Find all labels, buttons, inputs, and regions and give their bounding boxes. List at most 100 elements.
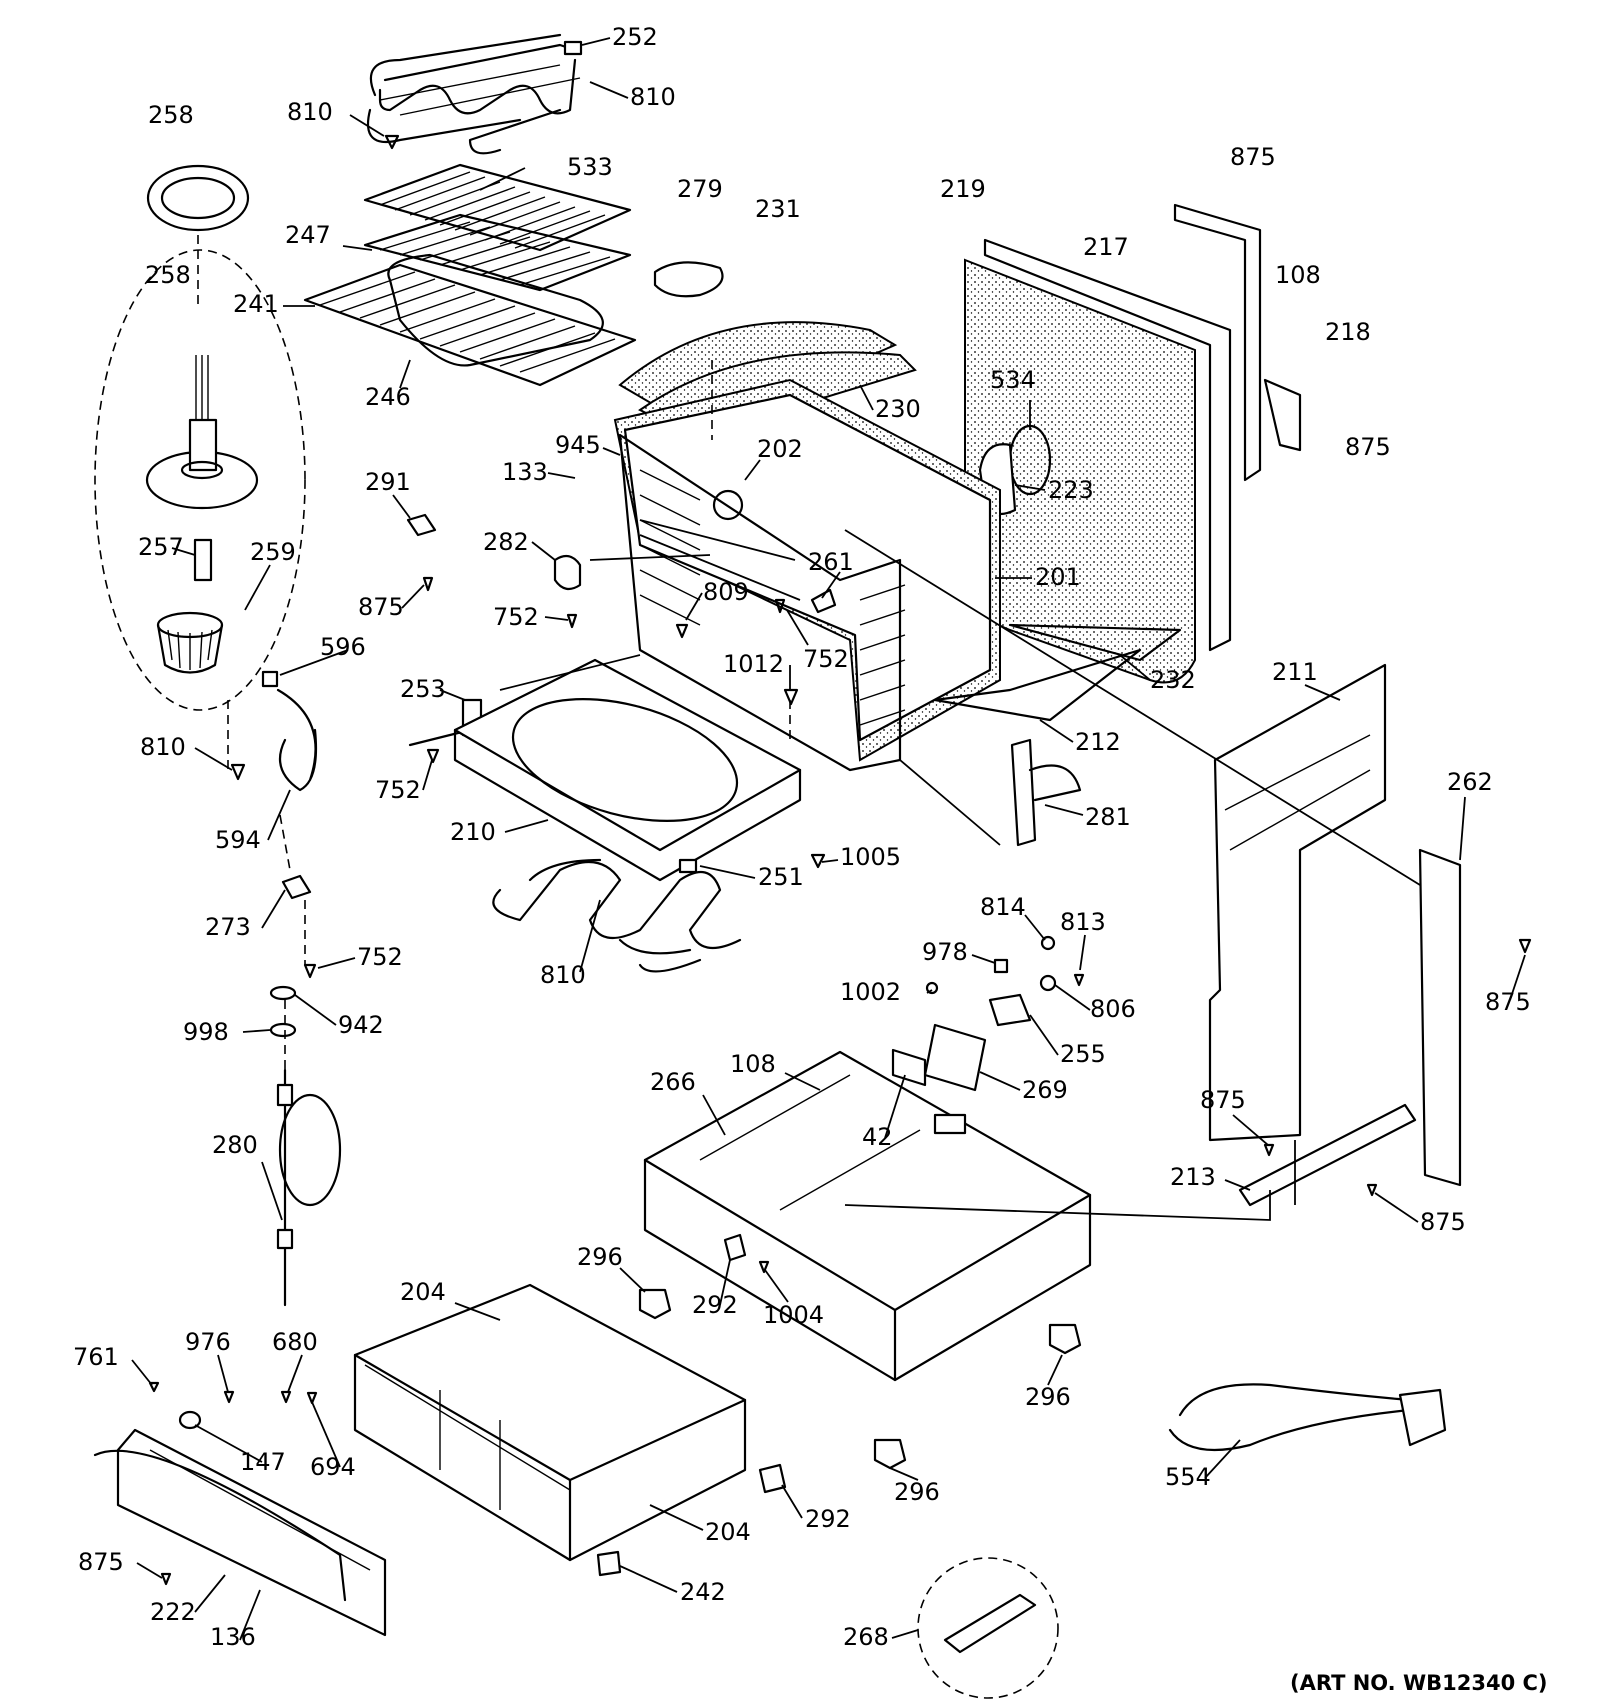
- leader-line: [1079, 934, 1086, 971]
- callout-813: 813: [1060, 908, 1106, 936]
- part-drawings: [93, 33, 1532, 1699]
- callout-147: 147: [240, 1448, 286, 1476]
- fan-blade: [156, 611, 224, 674]
- bracket-213: [1238, 1103, 1417, 1207]
- dashed-connector: [197, 235, 791, 1070]
- roller-292-b: [758, 1463, 787, 1494]
- callout-108: 108: [730, 1050, 776, 1078]
- callout-252: 252: [612, 23, 658, 51]
- drawer-glide-242: [596, 1550, 622, 1577]
- leader-line: [287, 1354, 303, 1393]
- callout-533: 533: [567, 153, 613, 181]
- callout-814: 814: [980, 893, 1026, 921]
- callout-269: 269: [1022, 1076, 1068, 1104]
- callout-255: 255: [1060, 1040, 1106, 1068]
- callout-292: 292: [692, 1291, 738, 1319]
- callout-223: 223: [1048, 476, 1094, 504]
- leader-line: [1204, 1439, 1241, 1479]
- side-strip-262: [1418, 848, 1462, 1187]
- vent-279: [653, 261, 724, 298]
- leader-line: [454, 1302, 501, 1321]
- callout-534: 534: [990, 366, 1036, 394]
- screw-761: [148, 1381, 160, 1393]
- callout-212: 212: [1075, 728, 1121, 756]
- leader-line: [239, 1589, 261, 1641]
- convection-assembly-outline: [94, 249, 306, 711]
- leader-line: [131, 1359, 153, 1386]
- lower-chassis-266: [643, 1050, 1092, 1382]
- leader-line: [171, 547, 196, 556]
- callout-809: 809: [703, 578, 749, 606]
- leader-line: [422, 759, 433, 791]
- callout-875: 875: [1345, 433, 1391, 461]
- washer-806: [1039, 974, 1057, 992]
- leader-line: [1459, 796, 1466, 861]
- callout-259: 259: [250, 538, 296, 566]
- leader-line: [889, 1467, 919, 1481]
- callout-213: 213: [1170, 1163, 1216, 1191]
- leader-line: [1029, 1014, 1059, 1056]
- callout-875: 875: [1420, 1208, 1466, 1236]
- callout-222: 222: [150, 1598, 196, 1626]
- callout-945: 945: [555, 431, 601, 459]
- screw-1005: [810, 853, 826, 869]
- leader-line: [242, 1029, 271, 1033]
- probe-280: [276, 1068, 342, 1307]
- leader-line: [971, 954, 996, 964]
- connector-596: [261, 670, 279, 688]
- door-hinge-281-arm: [1028, 764, 1082, 802]
- leader-line: [619, 1267, 646, 1293]
- callout-247: 247: [285, 221, 331, 249]
- callout-875: 875: [1200, 1086, 1246, 1114]
- drawer-front-136: [93, 1428, 387, 1637]
- callout-296: 296: [577, 1243, 623, 1271]
- callout-266: 266: [650, 1068, 696, 1096]
- callout-761: 761: [73, 1343, 119, 1371]
- leader-line: [267, 789, 291, 841]
- screw-813: [1073, 973, 1085, 987]
- screw-814: [1040, 935, 1056, 951]
- door-hinge-281: [1010, 738, 1037, 847]
- leader-line: [859, 384, 874, 411]
- terminal-block-255: [988, 993, 1032, 1027]
- leader-line: [1232, 1114, 1269, 1146]
- callout-752: 752: [357, 943, 403, 971]
- callout-292: 292: [805, 1505, 851, 1533]
- callout-labels: 252 810 810 258 533 258 279 231 219 875 …: [73, 23, 1548, 1695]
- rear-bracket-217: [1173, 203, 1262, 482]
- oven-bottom-210: [453, 658, 802, 882]
- leader-line: [1224, 1179, 1251, 1191]
- callout-246: 246: [365, 383, 411, 411]
- leader-line: [764, 1269, 789, 1303]
- leader-line: [1024, 914, 1046, 941]
- leader-line: [685, 592, 703, 621]
- callout-258: 258: [145, 261, 191, 289]
- leader-line: [311, 1401, 341, 1468]
- screw-810-left: [230, 763, 246, 781]
- leader-line: [294, 994, 337, 1026]
- callout-232: 232: [1150, 666, 1196, 694]
- callout-942: 942: [338, 1011, 384, 1039]
- callout-211: 211: [1272, 658, 1318, 686]
- oven-rack-upper: [363, 163, 632, 252]
- leader-line: [194, 1424, 263, 1463]
- fan-hub-257: [193, 538, 213, 582]
- leader-line: [786, 609, 809, 646]
- callout-810: 810: [630, 83, 676, 111]
- leader-line: [589, 81, 629, 99]
- callout-1002: 1002: [840, 978, 901, 1006]
- mount-273: [281, 874, 312, 900]
- bottom-insulation-232: [1008, 623, 1182, 662]
- callout-261: 261: [808, 548, 854, 576]
- spacer-147: [178, 1410, 202, 1430]
- assembly-line: [499, 519, 1421, 1221]
- oven-cavity: [613, 378, 1001, 772]
- callout-978: 978: [922, 938, 968, 966]
- callout-204: 204: [705, 1518, 751, 1546]
- detail-circle-268: [917, 1557, 1059, 1699]
- bracket-42: [891, 1048, 927, 1087]
- screw-752-mid: [774, 598, 786, 614]
- bake-element: [492, 858, 742, 973]
- leader-line: [1039, 719, 1074, 743]
- leader-line: [217, 1354, 229, 1393]
